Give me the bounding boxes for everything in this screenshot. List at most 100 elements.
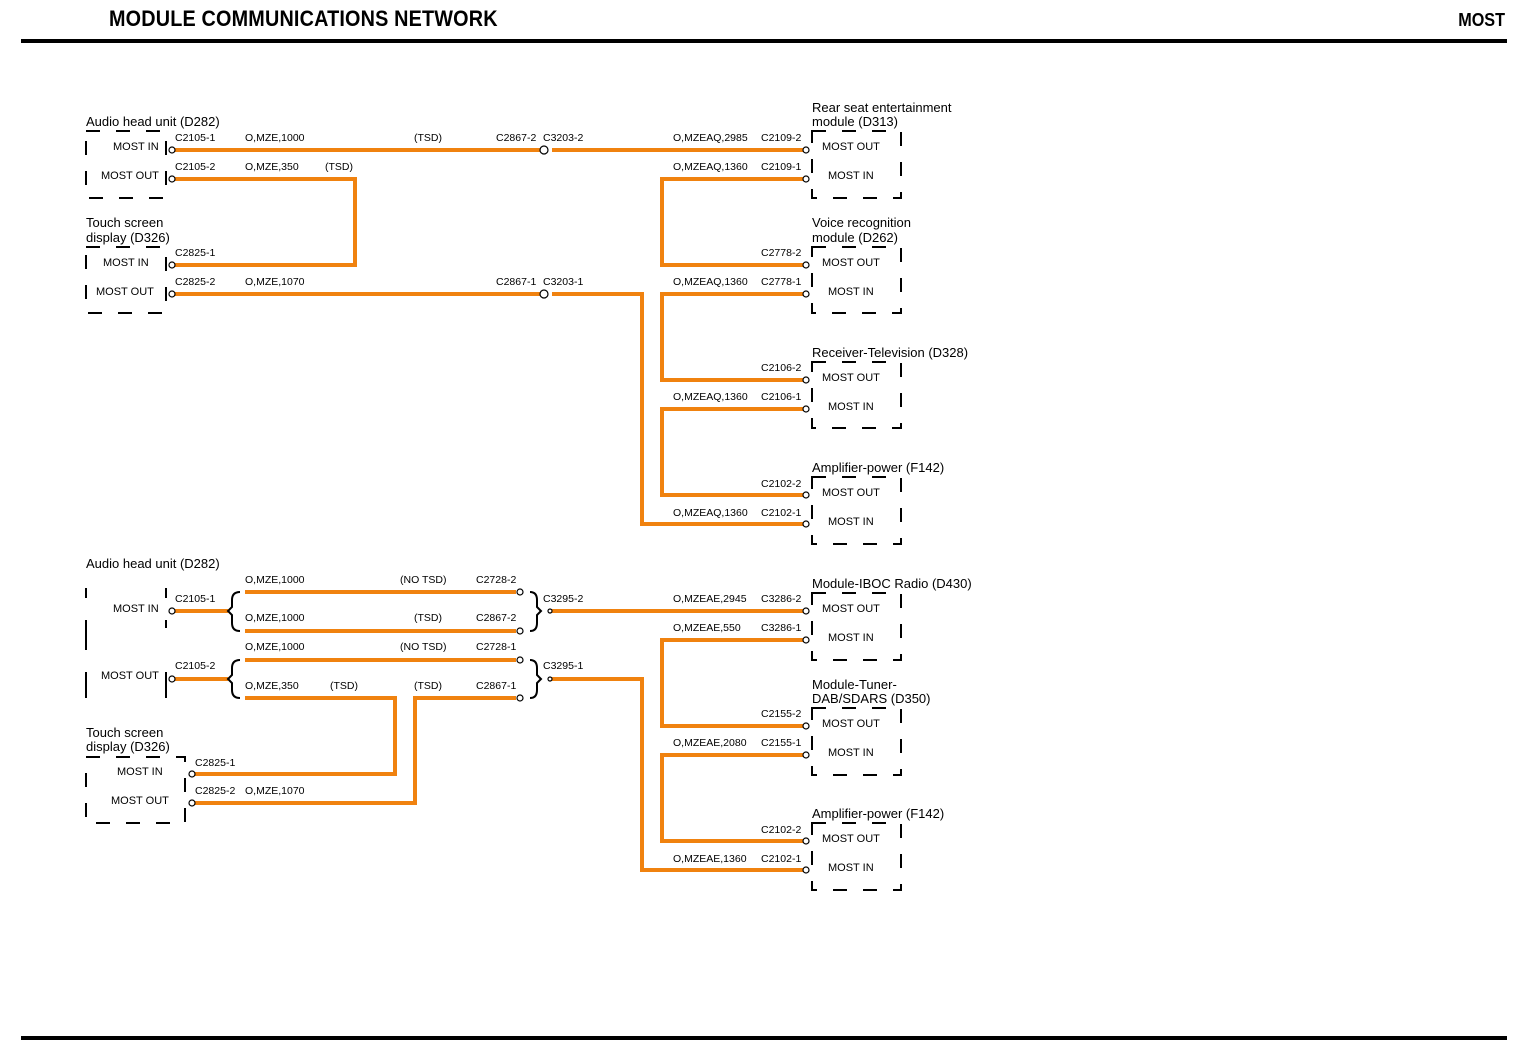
box-tuner	[811, 707, 902, 776]
terminal	[802, 866, 810, 874]
module-label-audio-head-unit: Audio head unit (D282)	[86, 114, 220, 129]
module-label-rear-seat: module (D313)	[812, 114, 898, 129]
note-label: (TSD)	[414, 612, 442, 624]
connector-label: C3203-1	[543, 276, 583, 288]
terminal	[802, 636, 810, 644]
lower-module-boxes	[85, 588, 902, 891]
connector-label: C2105-1	[175, 132, 215, 144]
wire-tuner-to-amp	[660, 753, 806, 843]
upper-terminals	[168, 145, 810, 528]
connector-bracket	[529, 659, 543, 699]
connector-label: C2102-2	[761, 824, 801, 836]
box-iboc-radio	[811, 592, 902, 661]
lower-wires	[174, 590, 806, 872]
terminal	[188, 799, 196, 807]
bottom-rule	[21, 1036, 1507, 1040]
wire-label: O,MZE,350	[245, 680, 299, 692]
connector-label: C2825-2	[175, 276, 215, 288]
box-receiver-television	[811, 361, 902, 429]
connector-label: C2106-2	[761, 362, 801, 374]
wire-label: O,MZEAE,2945	[673, 593, 747, 605]
connector-label: C3286-2	[761, 593, 801, 605]
connector-label: C2825-1	[175, 247, 215, 259]
splice-bracket	[226, 659, 241, 699]
connector-label: C2825-1	[195, 757, 235, 769]
terminal	[168, 607, 176, 615]
connector-label: C2102-1	[761, 507, 801, 519]
terminal	[168, 175, 176, 183]
pin-label: MOST OUT	[101, 170, 159, 182]
box-amplifier	[811, 476, 902, 545]
terminal	[802, 837, 810, 845]
terminal	[547, 608, 553, 614]
pin-label: MOST OUT	[822, 257, 880, 269]
connector-label: C2102-2	[761, 478, 801, 490]
pin-label: MOST OUT	[822, 833, 880, 845]
wire-label: O,MZE,1070	[245, 785, 305, 797]
connector-label: C2105-2	[175, 660, 215, 672]
wire-label: O,MZEAQ,1360	[673, 507, 748, 519]
page-title: MODULE COMMUNICATIONS NETWORK	[109, 6, 498, 31]
pin-label: MOST IN	[828, 862, 874, 874]
terminal	[802, 405, 810, 413]
wire-label: O,MZEAQ,1360	[673, 391, 748, 403]
box-rear-seat-entertainment	[811, 130, 902, 199]
wire-label: O,MZE,1070	[245, 276, 305, 288]
connector-label: C3295-2	[543, 593, 583, 605]
connector-label: C2867-1	[476, 680, 516, 692]
pin-label: MOST IN	[113, 603, 159, 615]
connector-label: C2155-2	[761, 708, 801, 720]
note-label: (NO TSD)	[400, 574, 446, 586]
connector-label: C2102-1	[761, 853, 801, 865]
pin-label: MOST IN	[828, 401, 874, 413]
wire-label: O,MZE,1000	[245, 132, 305, 144]
connector-label: C2778-1	[761, 276, 801, 288]
module-label-touch-screen: display (D326)	[86, 739, 170, 754]
pin-label: MOST OUT	[822, 141, 880, 153]
connector-label: C2106-1	[761, 391, 801, 403]
terminal	[516, 656, 524, 664]
wire-label: O,MZE,1000	[245, 641, 305, 653]
terminal	[547, 676, 553, 682]
box-audio-head-unit-lower	[85, 588, 167, 698]
connector-label: C2728-1	[476, 641, 516, 653]
box-amplifier-lower	[811, 822, 902, 891]
wire-label: O,MZEAQ,2985	[673, 132, 748, 144]
note-label: (TSD)	[330, 680, 358, 692]
connector-bracket	[529, 591, 543, 632]
pin-label: MOST OUT	[822, 603, 880, 615]
module-label-rear-seat: Rear seat entertainment	[812, 100, 952, 115]
terminal	[168, 675, 176, 683]
wire-ahu-out-to-tsd	[194, 696, 397, 776]
box-touch-screen-lower	[85, 756, 186, 824]
terminal	[168, 261, 176, 269]
wire-label: O,MZEAE,550	[673, 622, 741, 634]
upper-wires	[174, 148, 806, 526]
terminal	[516, 588, 524, 596]
terminal	[168, 290, 176, 298]
section-tag: MOST	[1458, 10, 1505, 30]
lower-splice-brackets	[168, 588, 810, 874]
connector-label: C2728-2	[476, 574, 516, 586]
terminal	[802, 722, 810, 730]
upper-module-boxes	[85, 130, 902, 545]
connector-label: C2109-1	[761, 161, 801, 173]
wire-amp-to-ahu	[552, 292, 806, 526]
note-label: (TSD)	[325, 161, 353, 173]
module-label-voice-recognition: module (D262)	[812, 230, 898, 245]
wire-label: O,MZEAE,2080	[673, 737, 747, 749]
connector-label: C2867-2	[476, 612, 516, 624]
pin-label: MOST OUT	[96, 286, 154, 298]
connector-label: C2825-2	[195, 785, 235, 797]
wire-rtv-to-amp	[660, 407, 806, 497]
terminal	[516, 627, 524, 635]
box-audio-head-unit	[85, 130, 167, 199]
connector-label: C3203-2	[543, 132, 583, 144]
connector-label: C2155-1	[761, 737, 801, 749]
terminal	[802, 146, 810, 154]
pin-label: MOST IN	[828, 747, 874, 759]
pin-label: MOST OUT	[822, 718, 880, 730]
connector-label: C2105-2	[175, 161, 215, 173]
connector-label: C3286-1	[761, 622, 801, 634]
note-label: (TSD)	[414, 132, 442, 144]
